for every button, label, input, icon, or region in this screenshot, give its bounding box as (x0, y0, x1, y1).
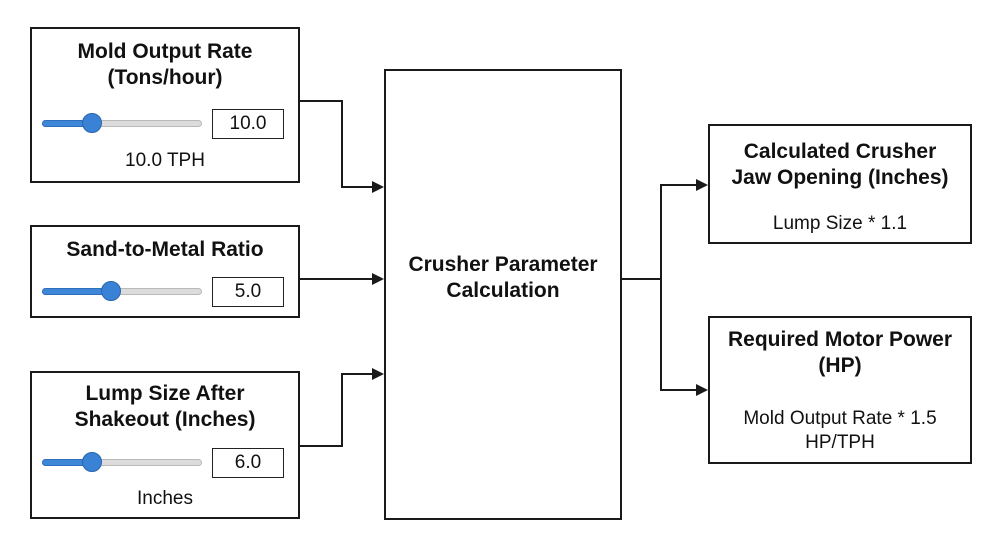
slider-handle[interactable] (100, 281, 121, 301)
lump-size-unit-label: Inches (137, 488, 193, 509)
sand-to-metal-ratio-panel: Sand-to-Metal Ratio 5.0 (30, 225, 300, 318)
arrow-mold-to-process (300, 100, 384, 193)
sand-to-metal-ratio-title: Sand-to-Metal Ratio (66, 238, 264, 261)
mold-output-rate-input[interactable]: 10.0 (212, 109, 284, 139)
motor-power-output-panel: Required Motor Power (HP) Mold Output Ra… (708, 316, 972, 464)
lump-size-slider[interactable] (42, 448, 202, 478)
crusher-parameter-calculation-box: Crusher Parameter Calculation (384, 69, 622, 520)
mold-output-rate-slider[interactable] (42, 109, 202, 139)
arrow-process-to-jaw (660, 179, 708, 279)
arrow-process-to-motor (660, 279, 708, 396)
arrow-lump-to-process (300, 368, 384, 447)
sand-to-metal-ratio-input[interactable]: 5.0 (212, 277, 284, 307)
lump-size-title: Lump Size After Shakeout (Inches) (74, 382, 256, 431)
mold-output-rate-panel: Mold Output Rate (Tons/hour) 10.0 10.0 T… (30, 27, 300, 183)
lump-size-panel: Lump Size After Shakeout (Inches) 6.0 In… (30, 371, 300, 519)
sand-to-metal-ratio-slider[interactable] (42, 277, 202, 307)
slider-handle[interactable] (81, 113, 102, 133)
mold-output-rate-title: Mold Output Rate (Tons/hour) (77, 40, 253, 89)
jaw-opening-formula: Lump Size * 1.1 (772, 213, 908, 234)
mold-output-rate-unit-label: 10.0 TPH (125, 150, 205, 171)
lump-size-input[interactable]: 6.0 (212, 448, 284, 478)
slider-handle[interactable] (81, 452, 102, 472)
motor-power-formula: Mold Output Rate * 1.5 HP/TPH (743, 408, 937, 453)
motor-power-title: Required Motor Power (HP) (727, 328, 953, 377)
process-title: Crusher Parameter Calculation (408, 253, 598, 302)
jaw-opening-title: Calculated Crusher Jaw Opening (Inches) (731, 140, 949, 189)
jaw-opening-output-panel: Calculated Crusher Jaw Opening (Inches) … (708, 124, 972, 244)
